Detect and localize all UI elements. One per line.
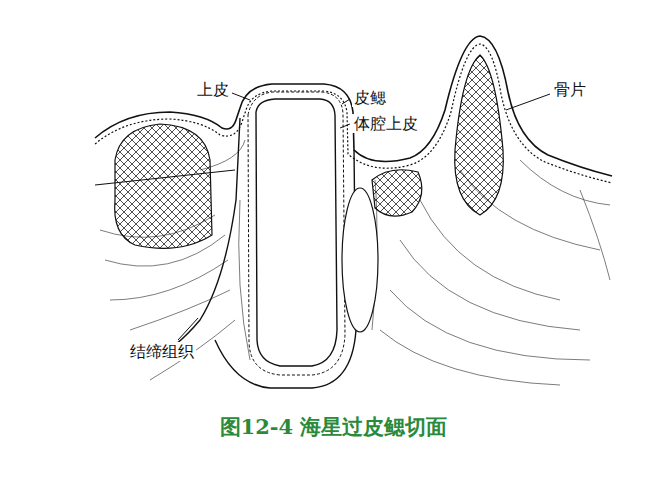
label-ossicle: 骨片	[552, 80, 588, 99]
figure-caption: 图12-4 海星过皮鳃切面	[220, 414, 448, 439]
label-epidermis: 上皮	[195, 80, 231, 99]
label-coelomic-epithelium: 体腔上皮	[352, 114, 420, 133]
label-connective-tissue: 结缔组织	[128, 342, 196, 361]
label-papula: 皮鳃	[352, 88, 388, 107]
